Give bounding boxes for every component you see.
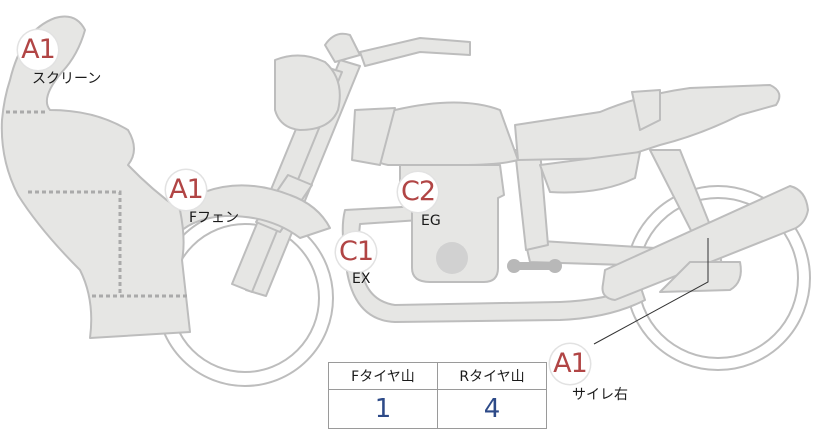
rear-tire-tread-value: 4 — [437, 389, 547, 429]
exhaust-pipe — [344, 251, 646, 323]
tire-tread-table: Fタイヤ山 Rタイヤ山 1 4 — [328, 362, 547, 429]
rear-tire-tread-header: Rタイヤ山 — [437, 362, 547, 390]
part-label-front-fender: Fフェン — [189, 210, 240, 226]
screen — [0, 15, 191, 339]
grade-badge-silencer-right: A1 — [550, 344, 590, 384]
grade-badge-engine: C2 — [398, 172, 438, 212]
front-tire-tread-header: Fタイヤ山 — [328, 362, 438, 390]
part-label-silencer-right: サイレ右 — [572, 387, 628, 403]
grade-badge-exhaust: C1 — [336, 232, 376, 272]
part-label-engine: EG — [421, 213, 441, 229]
grade-badge-front-fender: A1 — [166, 170, 206, 210]
muffler — [601, 185, 809, 301]
part-label-screen: スクリーン — [32, 71, 102, 87]
front-tire-tread-value: 1 — [328, 389, 438, 429]
rear-fender — [539, 151, 641, 194]
headlight — [274, 54, 341, 131]
front-fender — [171, 184, 331, 239]
grade-badge-screen: A1 — [18, 30, 58, 70]
part-label-exhaust: EX — [352, 271, 371, 287]
